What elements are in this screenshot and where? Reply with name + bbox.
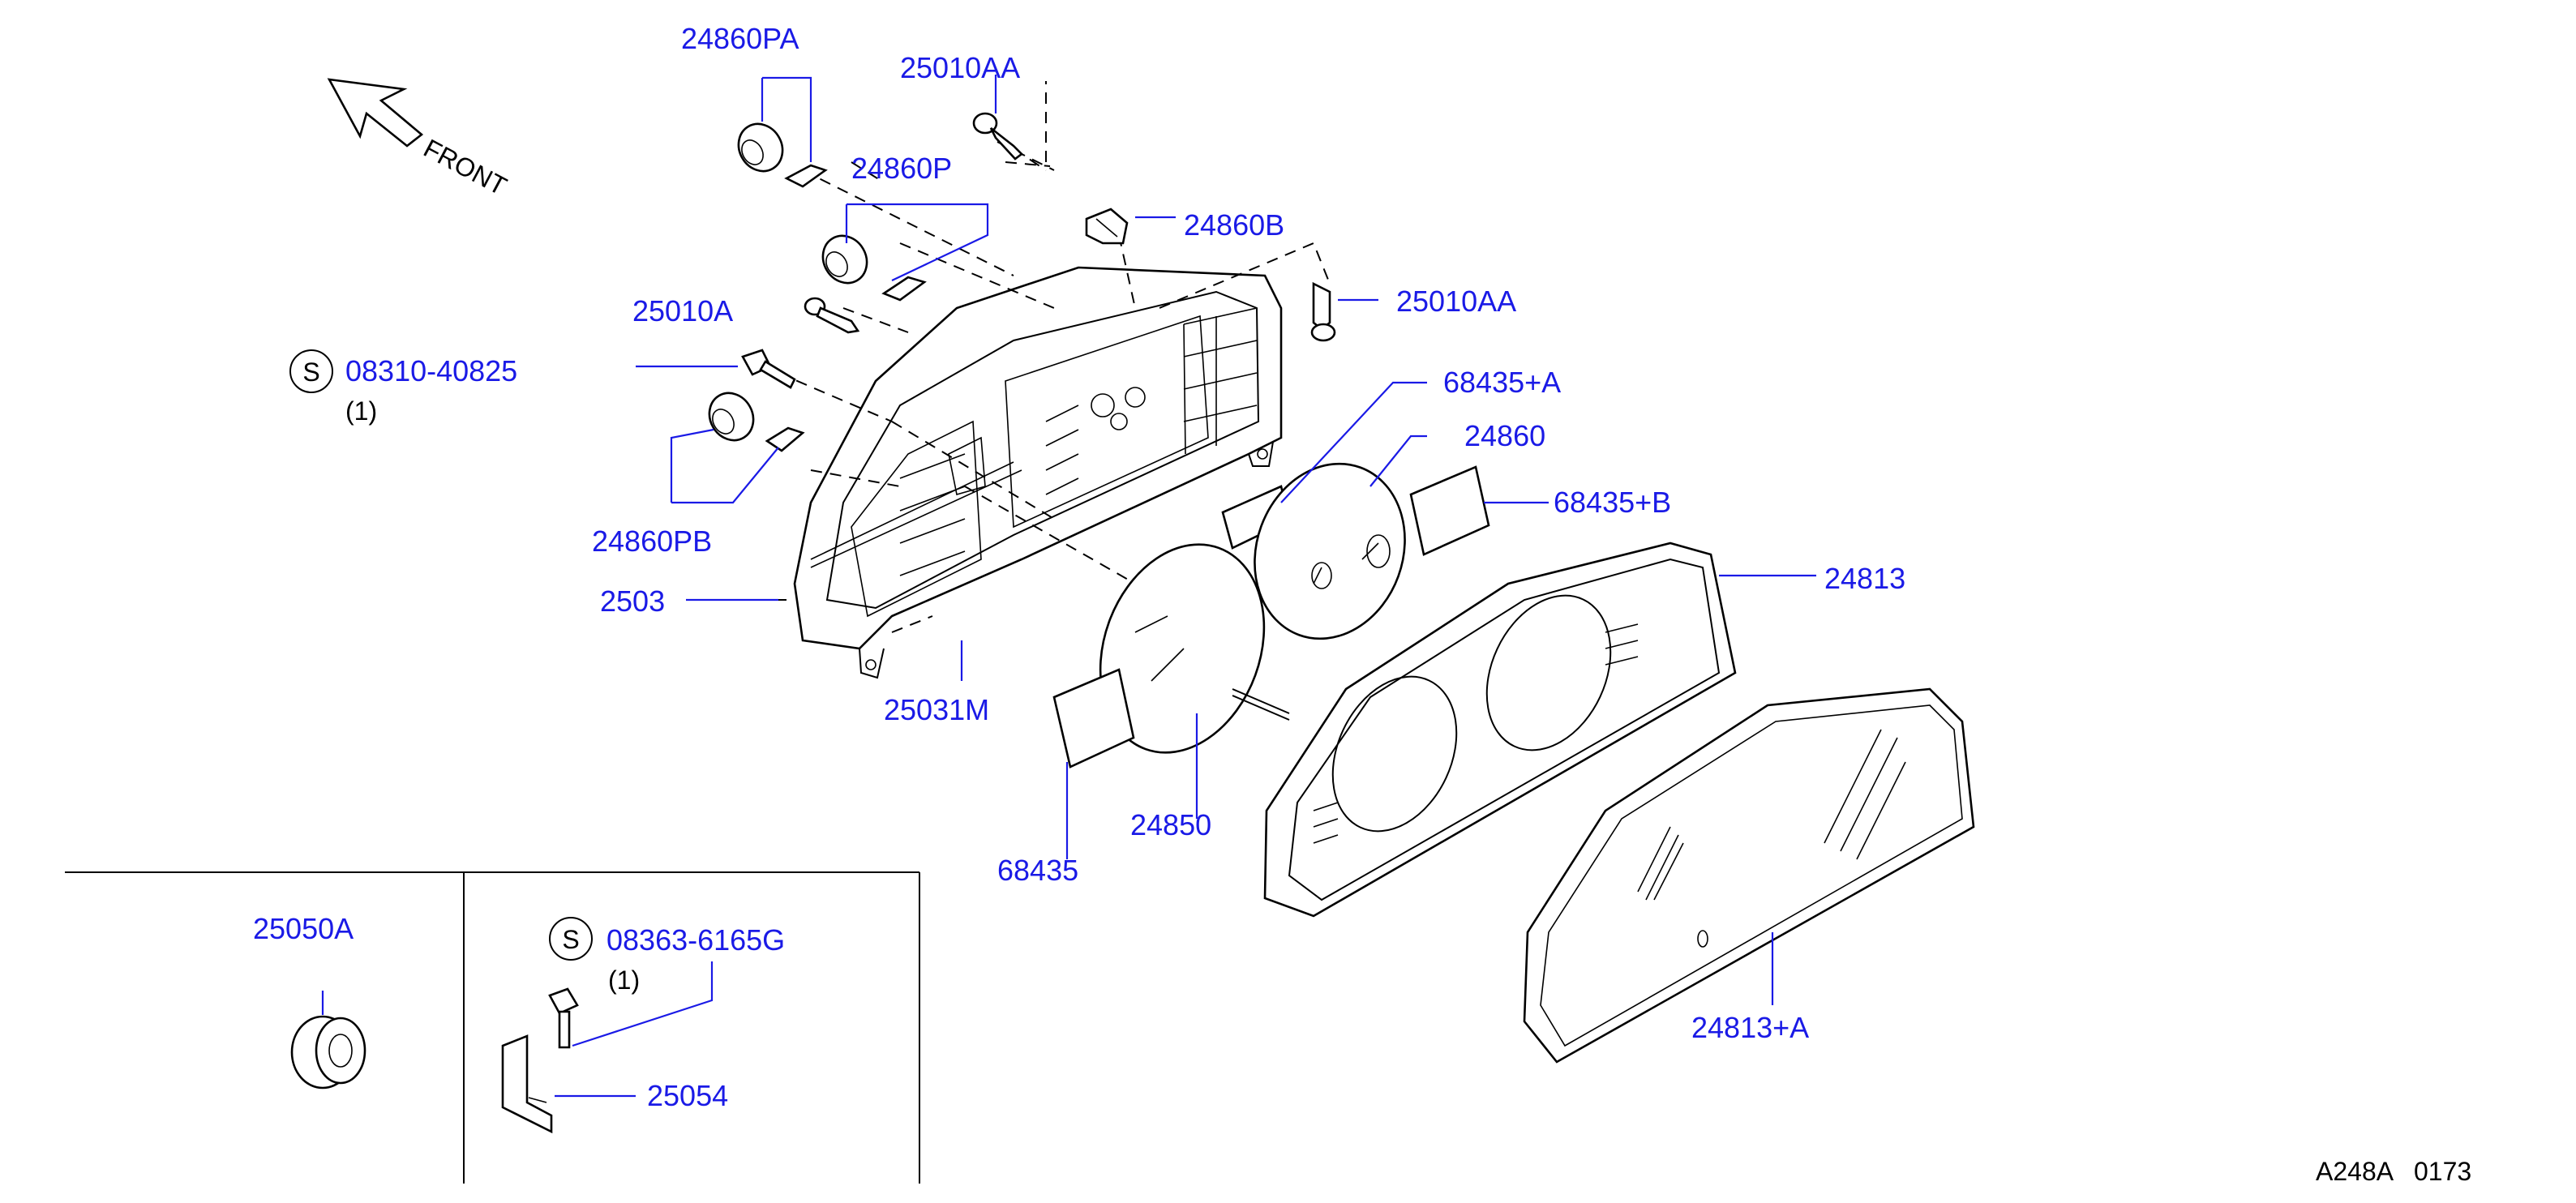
- gauge-24850: [1099, 543, 1290, 754]
- label-08310-40825: 08310-40825: [345, 354, 517, 387]
- bezel-24813: [1263, 542, 1737, 918]
- label-24860P: 24860P: [851, 152, 952, 185]
- grommet-25050A: [290, 1015, 366, 1090]
- grommet-24860PA: [737, 122, 828, 188]
- label-24813: 24813: [1824, 562, 1905, 595]
- inset-frame: [65, 871, 920, 1184]
- cluster-housing: [793, 266, 1283, 679]
- screw-25010AA-right: [1310, 281, 1336, 342]
- plate-68435B: [1409, 465, 1490, 556]
- label-08363-6165G: 08363-6165G: [606, 923, 785, 957]
- label-24860: 24860: [1464, 419, 1545, 452]
- qty-08310-40825: (1): [345, 396, 377, 426]
- label-25010AA-top: 25010AA: [900, 51, 1020, 84]
- label-68435B: 68435+B: [1554, 486, 1671, 519]
- screw-25010A: [804, 297, 860, 334]
- label-68435: 68435: [997, 854, 1078, 887]
- screw-25010AA-top: [972, 112, 1023, 161]
- label-24850: 24850: [1130, 808, 1211, 841]
- s-badge-2: S: [562, 925, 579, 954]
- label-25010AA-right: 25010AA: [1396, 285, 1516, 318]
- label-24860B: 24860B: [1184, 208, 1284, 242]
- diagram-code: A248A 0173: [2316, 1157, 2471, 1186]
- label-24860PA: 24860PA: [681, 22, 799, 55]
- grommet-24860P: [821, 234, 927, 302]
- label-24813A: 24813+A: [1691, 1011, 1809, 1044]
- front-arrow-icon: [327, 78, 424, 148]
- label-24860PB: 24860PB: [592, 524, 712, 558]
- label-25054: 25054: [647, 1079, 728, 1112]
- front-label: FRONT: [419, 133, 512, 201]
- s-badge-circle-1: [289, 349, 333, 393]
- qty-08363-6165G: (1): [608, 965, 640, 995]
- label-25010A: 25010A: [632, 294, 733, 328]
- grommet-24860PB: [708, 392, 805, 452]
- bracket-25054: [501, 987, 579, 1134]
- bolt-08310-40825: [741, 349, 796, 389]
- glass-24813A: [1523, 687, 1975, 1064]
- label-25050A: 25050A: [253, 912, 354, 945]
- clip-24860B: [1085, 208, 1129, 245]
- label-2503: 2503: [600, 584, 665, 618]
- s-badge-1: S: [302, 357, 319, 387]
- label-68435A: 68435+A: [1443, 366, 1561, 399]
- leader-lines: [321, 75, 1816, 1098]
- gauge-24860: [1254, 462, 1406, 640]
- plate-68435: [1052, 668, 1135, 768]
- s-badge-circle-2: [549, 917, 593, 961]
- label-25031M: 25031M: [884, 693, 989, 726]
